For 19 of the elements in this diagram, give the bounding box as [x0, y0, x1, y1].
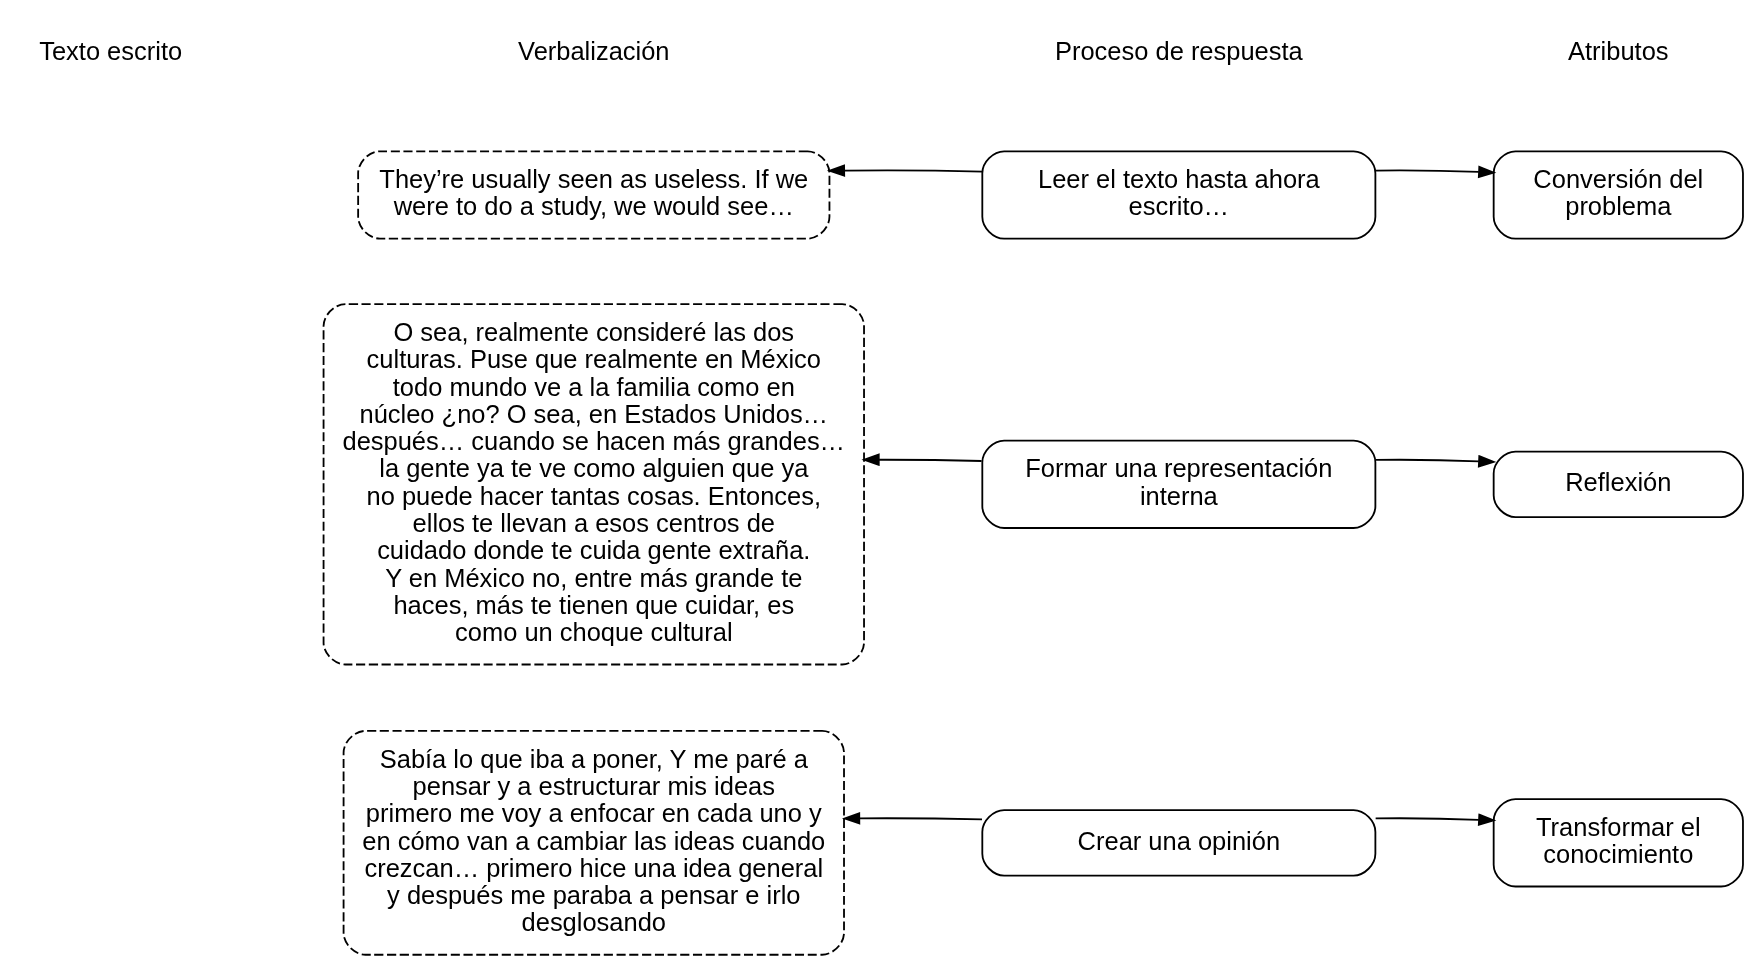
arrow [1374, 165, 1497, 178]
arrow [826, 163, 984, 177]
arrow [1374, 812, 1497, 826]
label: Proceso de respuesta [1054, 36, 1303, 65]
node-box: Sabía lo que iba a poner, Y me paré a pensar y a estructurar mis ideas primero me voy a enfocar en cada uno y en cómo van a cambiar las ideas cuando crezcan… primero hice una idea general y después me paraba a pensar e irlo desglosando [342, 729, 845, 956]
label: Atributos [1568, 36, 1669, 65]
node-box: Crear una opinión [981, 808, 1377, 876]
node-box: Conversión del problema [1492, 149, 1744, 240]
arrow [841, 811, 983, 825]
arrow [861, 452, 983, 466]
label: Texto escrito [39, 36, 183, 65]
node-box: O sea, realmente consideré las dos culturas. Puse que realmente en México todo mundo ve a la familia como en núcleo ¿no? O sea, en Estados Unidos… después… cuando se hacen más grandes… la gente ya te ve como alguien que ya no puede hacer tantas cosas. Entonces, ellos te llevan a esos centros de cuidado donde te cuida gente extraña. Y en México no, entre más grande te haces, más te tienen que cuidar, es como un choque cultural [322, 302, 865, 665]
node-box: Transformar el conocimiento [1492, 797, 1744, 887]
arrow [1374, 454, 1497, 468]
node-box: Formar una representación interna [981, 439, 1377, 529]
node-box: Reflexión [1492, 450, 1744, 518]
node-box: They’re usually seen as useless. If we were to do a study, we would see… [357, 149, 831, 240]
label: Verbalización [518, 36, 670, 65]
node-box: Leer el texto hasta ahora escrito… [981, 149, 1377, 240]
